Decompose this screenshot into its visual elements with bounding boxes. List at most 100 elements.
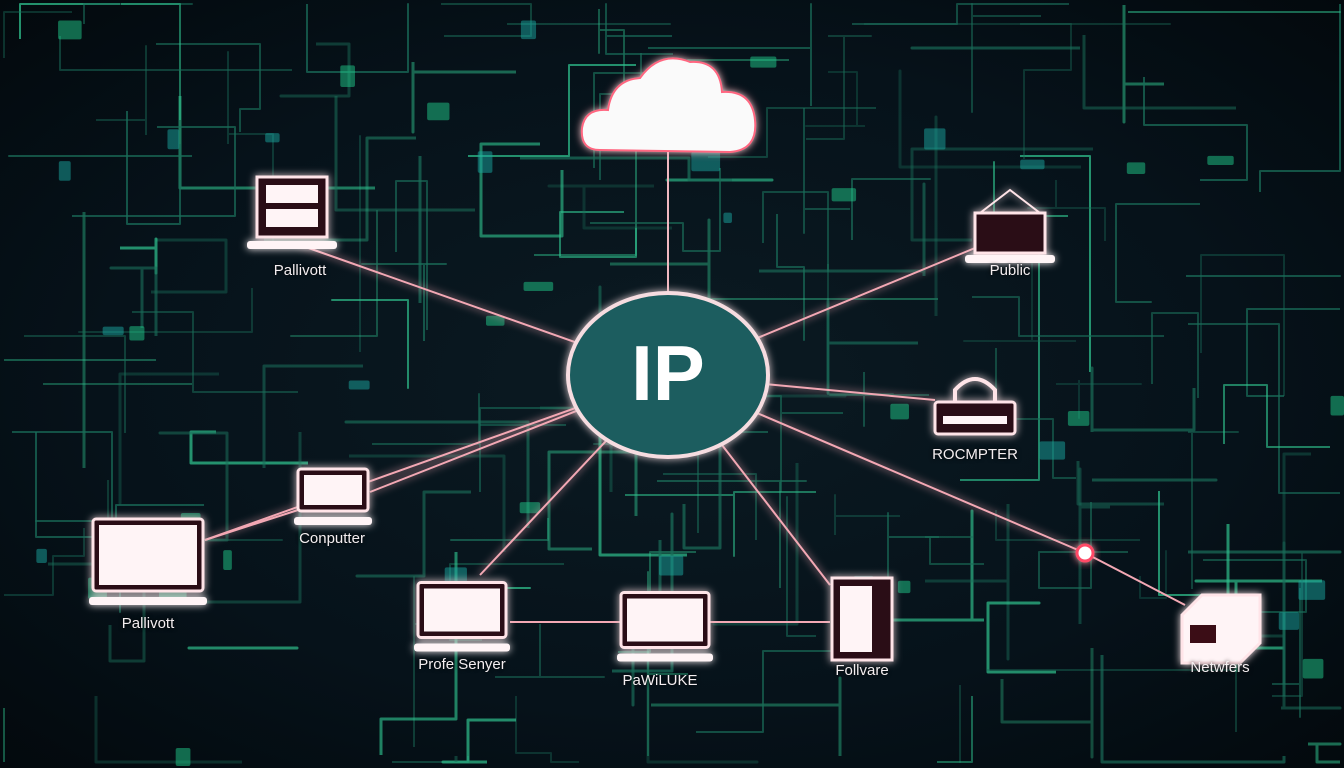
circuit-trace bbox=[1200, 254, 1285, 396]
circuit-trace bbox=[3, 11, 72, 58]
circuit-trace bbox=[1272, 588, 1301, 718]
server-tower-icon[interactable] bbox=[830, 576, 894, 662]
circuit-pad bbox=[175, 748, 191, 766]
circuit-trace bbox=[372, 393, 566, 445]
node-label-netwfers: Netwfers bbox=[1190, 659, 1250, 676]
circuit-pad bbox=[1067, 411, 1090, 426]
circuit-trace bbox=[806, 35, 872, 140]
circuit-trace bbox=[987, 669, 1237, 732]
circuit-pad bbox=[1298, 580, 1326, 600]
circuit-trace bbox=[126, 111, 181, 225]
monitor-icon[interactable] bbox=[414, 581, 510, 652]
circuit-pad bbox=[348, 380, 370, 390]
circuit-trace bbox=[1188, 431, 1239, 589]
circuit-pad bbox=[658, 555, 684, 576]
circuit-pad bbox=[897, 580, 911, 594]
circuit-pad bbox=[1278, 612, 1300, 630]
circuit-trace bbox=[349, 454, 506, 552]
node-label-pallivott-left: Pallivott bbox=[121, 615, 175, 632]
circuit-trace bbox=[24, 335, 126, 433]
node-label-pallivott-top: Pallivott bbox=[273, 262, 327, 279]
circuit-trace bbox=[290, 210, 378, 337]
circuit-trace bbox=[227, 51, 274, 241]
circuit-trace bbox=[972, 296, 1164, 337]
circuit-trace bbox=[331, 299, 409, 389]
circuit-trace bbox=[479, 142, 564, 238]
server-box-icon[interactable] bbox=[1180, 593, 1262, 665]
circuit-trace bbox=[264, 136, 416, 242]
circuit-trace bbox=[1188, 323, 1340, 494]
ip-hub bbox=[566, 291, 770, 459]
circuit-trace bbox=[1020, 155, 1091, 372]
circuit-trace bbox=[96, 45, 147, 135]
circuit-trace bbox=[156, 43, 261, 132]
laptop-antenna-icon[interactable] bbox=[965, 188, 1055, 263]
circuit-trace bbox=[559, 211, 637, 258]
circuit-trace bbox=[109, 266, 158, 336]
circuit-trace bbox=[72, 126, 236, 217]
circuit-pad bbox=[129, 326, 145, 341]
circuit-trace bbox=[158, 431, 229, 542]
circuit-trace bbox=[852, 3, 1069, 25]
circuit-pad bbox=[427, 102, 450, 121]
node-label-profe-senyer: Profe Senyer bbox=[418, 656, 506, 673]
junction-dot bbox=[1075, 543, 1095, 563]
circuit-pad bbox=[102, 326, 124, 336]
circuit-trace bbox=[495, 624, 605, 678]
circuit-pad bbox=[485, 315, 505, 326]
node-label-computer: Conputter bbox=[299, 530, 365, 547]
node-label-public: Public bbox=[989, 262, 1031, 279]
circuit-trace bbox=[262, 364, 363, 468]
ip-label: IP bbox=[631, 329, 705, 417]
circuit-trace bbox=[925, 504, 1010, 661]
circuit-trace bbox=[590, 168, 721, 252]
circuit-pad bbox=[1126, 162, 1146, 174]
circuit-trace bbox=[708, 107, 876, 158]
circuit-pad bbox=[523, 281, 554, 292]
circuit-trace bbox=[132, 311, 298, 393]
circuit-trace bbox=[449, 563, 564, 641]
circuit-trace bbox=[395, 180, 428, 330]
circuit-pad bbox=[890, 403, 909, 420]
router-lock-icon[interactable] bbox=[933, 377, 1017, 436]
circuit-trace bbox=[1100, 655, 1286, 764]
link-netwfers-tail bbox=[1084, 552, 1186, 606]
circuit-trace bbox=[1281, 612, 1342, 710]
monitor-icon[interactable] bbox=[294, 467, 372, 525]
circuit-pad bbox=[340, 65, 355, 88]
circuit-trace bbox=[59, 36, 292, 71]
circuit-pad bbox=[1330, 395, 1344, 416]
cloud-icon bbox=[580, 57, 757, 154]
circuit-trace bbox=[411, 62, 516, 134]
circuit-pad bbox=[1207, 155, 1234, 165]
circuit-trace bbox=[1282, 452, 1311, 696]
circuit-trace bbox=[1115, 203, 1200, 303]
circuit-trace bbox=[1223, 384, 1330, 448]
circuit-pad bbox=[723, 212, 732, 224]
circuit-pad bbox=[58, 20, 82, 40]
circuit-trace bbox=[647, 571, 688, 756]
circuit-trace bbox=[1027, 180, 1106, 241]
circuit-trace bbox=[520, 156, 732, 182]
monitor-icon[interactable] bbox=[89, 517, 207, 605]
circuit-trace bbox=[803, 108, 850, 234]
server-laptop-icon[interactable] bbox=[247, 175, 337, 249]
circuit-trace bbox=[118, 372, 219, 505]
circuit-pad bbox=[167, 129, 180, 150]
circuit-pad bbox=[1039, 441, 1066, 460]
circuit-trace bbox=[1246, 308, 1340, 397]
circuit-trace bbox=[547, 184, 672, 230]
circuit-pad bbox=[750, 56, 777, 68]
circuit-pad bbox=[691, 151, 721, 172]
circuit-trace bbox=[762, 191, 829, 272]
monitor-icon[interactable] bbox=[617, 591, 713, 662]
link-pallivott-computer bbox=[204, 509, 299, 541]
circuit-trace bbox=[450, 518, 549, 541]
circuit-trace bbox=[94, 696, 242, 764]
circuit-trace bbox=[441, 718, 516, 764]
circuit-trace bbox=[279, 42, 351, 98]
circuit-trace bbox=[598, 408, 687, 557]
